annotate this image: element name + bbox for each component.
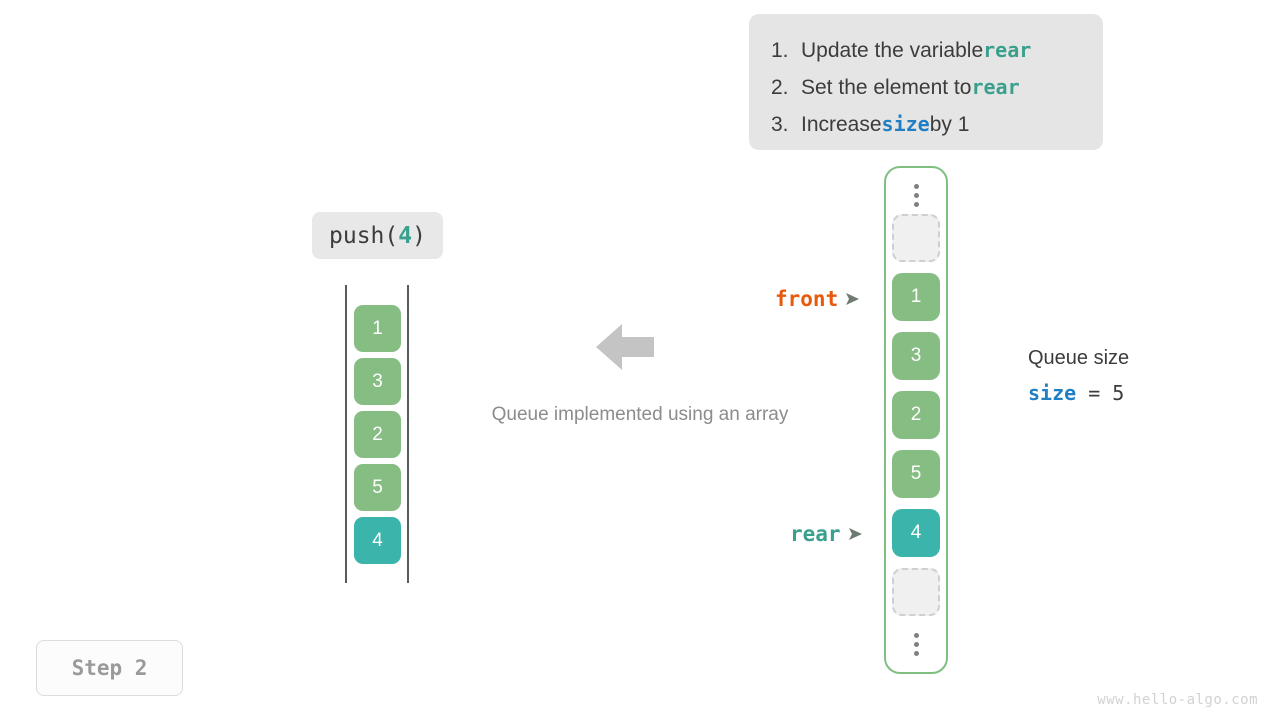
array-cell: 5 [354,464,401,511]
dot [913,202,919,207]
dot [913,651,919,656]
array-rail-right [407,285,409,583]
rear-pointer: rear [790,522,864,546]
operation-label-pre: push( [329,222,399,249]
instruction-number: 3. [771,113,789,136]
queue-cell: 2 [892,391,940,439]
instruction-item: 3. Increase size by 1 [771,106,1083,143]
instruction-item: 1. Update the variable rear [771,32,1083,69]
circular-queue-container: 1 3 2 5 4 [884,166,948,674]
instruction-code-rear: rear [971,75,1020,99]
dot [913,633,919,638]
queue-cell-empty [892,214,940,262]
array-cell-new: 4 [354,517,401,564]
left-array-container: 1 3 2 5 4 [345,285,409,583]
ellipsis-top-icon [886,184,946,207]
left-array-cells: 1 3 2 5 4 [354,305,401,564]
front-pointer-label: front [775,287,839,311]
array-rail-left [345,285,347,583]
instruction-text: Increase [801,113,882,136]
step-badge: Step 2 [36,640,183,696]
queue-size-expression: size = 5 [1028,381,1129,405]
instruction-code-size: size [881,112,930,136]
diagram-caption: Queue implemented using an array [491,404,789,425]
queue-size-number: 5 [1112,381,1125,405]
dot [913,642,919,647]
queue-size-title: Queue size [1028,347,1130,369]
queue-size-block: Queue size size = 5 [1028,343,1129,405]
operation-label-arg: 4 [398,222,413,249]
instruction-text: Update the variable [801,39,984,62]
array-cell: 2 [354,411,401,458]
queue-cell: 1 [892,273,940,321]
array-cell: 1 [354,305,401,352]
instruction-text-post: by 1 [929,113,970,136]
instruction-text: Set the element to [801,76,972,99]
queue-cell-empty [892,568,940,616]
ellipsis-bottom-icon [886,633,946,656]
instruction-item: 2. Set the element to rear [771,69,1083,106]
watermark: www.hello-algo.com [1097,692,1258,708]
pointer-arrow-icon [845,287,861,311]
instruction-code-rear: rear [983,38,1032,62]
queue-cell: 3 [892,332,940,380]
operation-label: push(4) [312,212,443,259]
instruction-number: 2. [771,76,789,99]
dot [913,184,919,189]
instruction-panel: 1. Update the variable rear 2. Set the e… [749,14,1103,150]
circular-queue-cells: 1 3 2 5 4 [892,214,940,616]
operation-label-post: ) [412,222,426,249]
queue-cell-new: 4 [892,509,940,557]
queue-size-varname: size [1028,381,1077,405]
queue-cell: 5 [892,450,940,498]
queue-size-equals: = [1076,381,1113,405]
pointer-arrow-icon [848,522,864,546]
array-cell: 3 [354,358,401,405]
dot [913,193,919,198]
rear-pointer-label: rear [790,522,841,546]
instruction-number: 1. [771,39,789,62]
front-pointer: front [775,287,861,311]
arrow-left-icon [596,322,656,372]
